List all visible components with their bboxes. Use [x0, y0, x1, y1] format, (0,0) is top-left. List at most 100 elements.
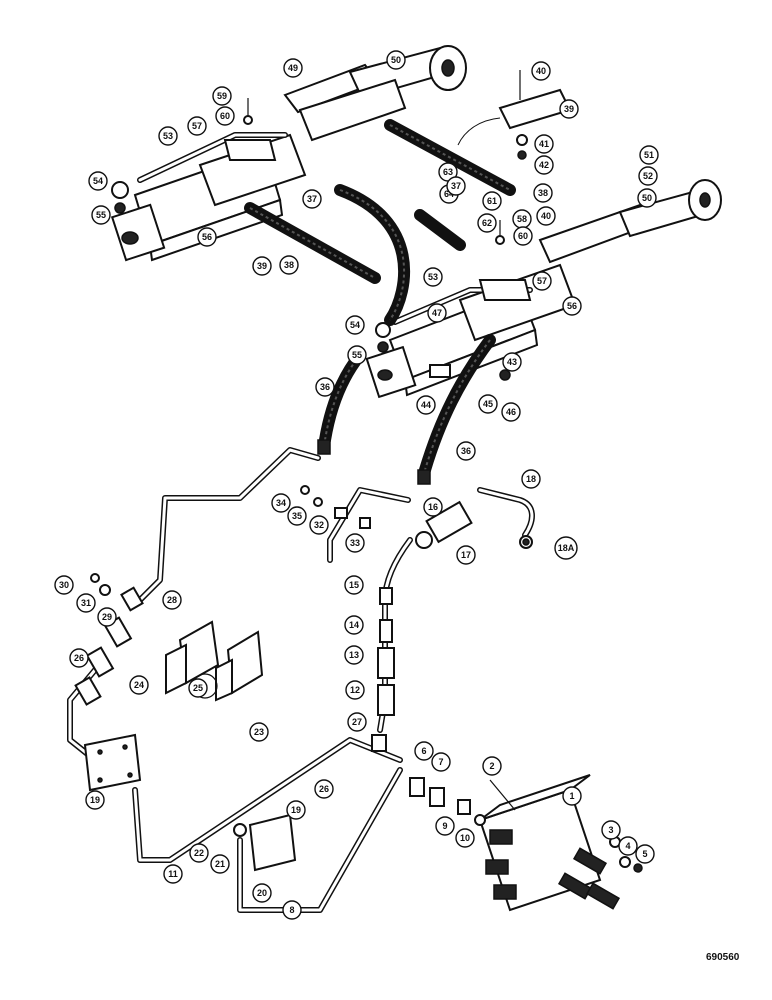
callout: 45 — [478, 394, 498, 414]
callout-label: 20 — [257, 888, 267, 898]
callout: 40 — [531, 61, 551, 81]
small-hardware — [300, 364, 511, 529]
callout: 55 — [91, 205, 111, 225]
callout: 50 — [386, 50, 406, 70]
callout: 27 — [347, 712, 367, 732]
callout: 37 — [446, 176, 466, 196]
callout: 59 — [212, 86, 232, 106]
fitting-stack — [371, 587, 395, 752]
callout-label: 22 — [194, 848, 204, 858]
callout: 54 — [88, 171, 108, 191]
callout: 9 — [435, 816, 455, 836]
callout: 53 — [423, 267, 443, 287]
callout-label: 8 — [289, 905, 294, 915]
callout-label: 1 — [569, 791, 574, 801]
callout-label: 21 — [215, 859, 225, 869]
callout: 57 — [532, 271, 552, 291]
callout-label: 11 — [168, 869, 178, 879]
callout-label: 36 — [461, 446, 471, 456]
callout-label: 14 — [349, 620, 359, 630]
callout: 40 — [536, 206, 556, 226]
callout: 19 — [85, 790, 105, 810]
callout: 54 — [345, 315, 365, 335]
callout: 13 — [344, 645, 364, 665]
callout: 18 — [521, 469, 541, 489]
callout: 44 — [416, 395, 436, 415]
callout-label: 37 — [451, 181, 461, 191]
callout-label: 38 — [284, 260, 294, 270]
callout: 26 — [69, 648, 89, 668]
callout-label: 51 — [644, 150, 654, 160]
callout-label: 19 — [90, 795, 100, 805]
callout: 60 — [513, 226, 533, 246]
callout: 17 — [456, 545, 476, 565]
callout-label: 40 — [536, 66, 546, 76]
callout: 25 — [188, 678, 208, 698]
callout: 14 — [344, 615, 364, 635]
callout: 49 — [283, 58, 303, 78]
callout-label: 2 — [489, 761, 494, 771]
callout: 18A — [554, 536, 578, 560]
callout-label: 9 — [442, 821, 447, 831]
callout: 30 — [54, 575, 74, 595]
callout: 39 — [252, 256, 272, 276]
callout: 47 — [427, 303, 447, 323]
callout-label: 40 — [541, 211, 551, 221]
callout: 22 — [189, 843, 209, 863]
callout-label: 10 — [460, 833, 470, 843]
callout-label: 45 — [483, 399, 493, 409]
callout-label: 61 — [487, 196, 497, 206]
callout-label: 37 — [307, 194, 317, 204]
callout-label: 64 — [444, 189, 454, 199]
callout-label: 46 — [506, 407, 516, 417]
callout-labels: 49 50 40 39 59 60 57 53 54 55 56 37 38 4… — [54, 50, 659, 920]
callout-label: 55 — [352, 350, 362, 360]
callout: 51 — [639, 145, 659, 165]
callout-label: 31 — [81, 598, 91, 608]
callout-label: 53 — [163, 131, 173, 141]
callout-label: 63 — [443, 167, 453, 177]
callout-label: 53 — [428, 272, 438, 282]
callout: 42 — [534, 155, 554, 175]
callout-label: 60 — [220, 111, 230, 121]
callout-label: 54 — [350, 320, 360, 330]
callout: 39 — [559, 99, 579, 119]
callout: 1 — [562, 786, 582, 806]
callout: 6 — [414, 741, 434, 761]
callout-label: 24 — [134, 680, 144, 690]
callout: 35 — [287, 506, 307, 526]
callout: 61 — [482, 191, 502, 211]
callout-label: 16 — [428, 502, 438, 512]
callout: 52 — [638, 166, 658, 186]
callout-label: 43 — [507, 357, 517, 367]
callout-label: 55 — [96, 210, 106, 220]
callout: 38 — [279, 255, 299, 275]
callout-label: 12 — [350, 685, 360, 695]
callout: 4 — [618, 836, 638, 856]
callout: 23 — [249, 722, 269, 742]
callout-label: 19 — [291, 805, 301, 815]
callout-label: 5 — [642, 849, 647, 859]
callout-label: 13 — [349, 650, 359, 660]
callout: 2 — [482, 756, 502, 776]
callout-label: 28 — [167, 595, 177, 605]
callout-label: 35 — [292, 511, 302, 521]
callout-label: 58 — [517, 214, 527, 224]
callout: 12 — [345, 680, 365, 700]
callout-label: 25 — [193, 683, 203, 693]
callout-label: 52 — [643, 171, 653, 181]
callout-label: 7 — [438, 757, 443, 767]
callout: 50 — [637, 188, 657, 208]
callout-label: 38 — [538, 188, 548, 198]
callout: 31 — [76, 593, 96, 613]
callout: 20 — [252, 883, 272, 903]
callout-label: 32 — [314, 520, 324, 530]
callout: 41 — [534, 134, 554, 154]
callout-label: 39 — [257, 261, 267, 271]
callout-label: 27 — [352, 717, 362, 727]
callout: 58 — [512, 209, 532, 229]
callout-label: 60 — [518, 231, 528, 241]
callout: 34 — [271, 493, 291, 513]
callout: 15 — [344, 575, 364, 595]
